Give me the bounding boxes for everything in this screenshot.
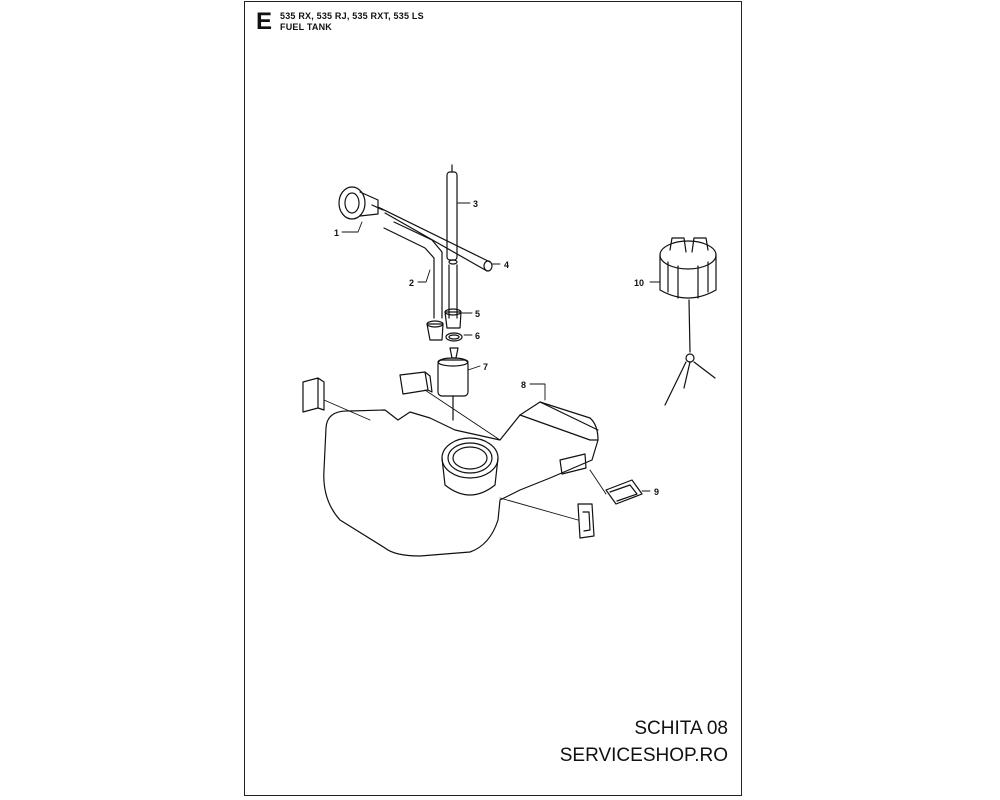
site-label: SERVICESHOP.RO [559, 745, 728, 766]
callout-1: 1 [334, 228, 339, 238]
callout-4: 4 [504, 260, 509, 270]
sheet-label: SCHITA 08 [634, 718, 728, 739]
callout-7: 7 [483, 362, 488, 372]
part-2-fuel-hose [383, 221, 443, 319]
part-5-valve [444, 308, 462, 329]
callout-2: 2 [409, 278, 414, 288]
diagram-title: FUEL TANK [280, 22, 332, 32]
callout-8: 8 [521, 380, 526, 390]
section-letter: E [256, 8, 273, 35]
part-7-fuel-filter [437, 347, 469, 421]
callout-10: 10 [634, 278, 644, 288]
part-1-primer-bulb [338, 186, 384, 220]
part-8-fuel-tank [323, 401, 599, 557]
callout-9: 9 [654, 487, 659, 497]
page-frame [244, 1, 742, 796]
part-6-o-ring [445, 332, 463, 342]
part-4-return-hose [377, 206, 493, 272]
part-9-grommets [302, 371, 643, 539]
part-grommet-left [426, 320, 444, 341]
model-list: 535 RX, 535 RJ, 535 RXT, 535 LS [280, 11, 424, 21]
callout-5: 5 [475, 309, 480, 319]
callout-6: 6 [475, 331, 480, 341]
part-10-tank-cap [659, 237, 717, 406]
callout-3: 3 [473, 199, 478, 209]
